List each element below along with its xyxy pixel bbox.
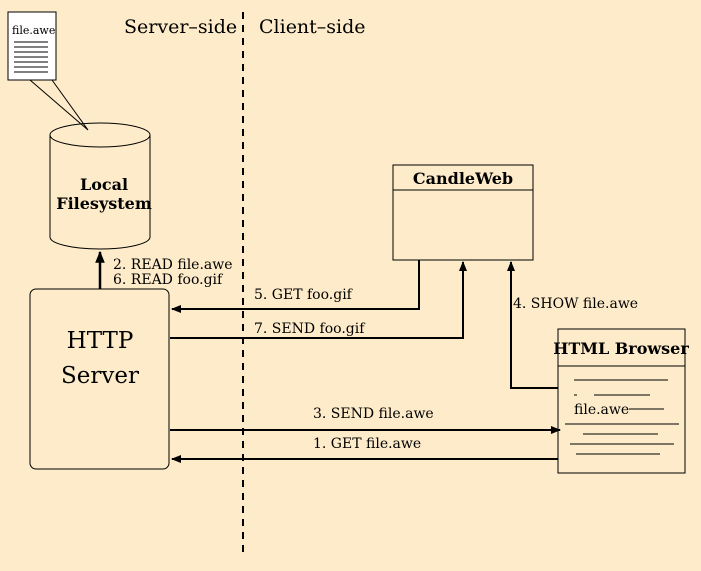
message-get-file: 1. GET file.awe [313, 436, 421, 452]
client-side-heading: Client–side [259, 16, 366, 38]
message-get-gif: 5. GET foo.gif [254, 287, 354, 303]
arrow-get-gif [171, 260, 420, 313]
callout-lines [29, 79, 89, 131]
browser-file-link: file.awe [574, 402, 629, 418]
message-read-gif: 6. READ foo.gif [113, 272, 224, 288]
http-server: HTTP Server [29, 288, 170, 470]
html-browser-window: HTML Browser file.awe [553, 328, 689, 474]
arrow-send-gif [170, 261, 467, 339]
candleweb-window: CandleWeb [392, 164, 534, 261]
candleweb-title: CandleWeb [413, 169, 513, 188]
document-icon-label: file.awe [12, 24, 55, 37]
http-server-label-line1: HTTP [67, 328, 134, 354]
message-read-file: 2. READ file.awe [113, 257, 233, 273]
http-server-label-line2: Server [61, 363, 139, 389]
filesystem-label-line2: Filesystem [56, 194, 152, 213]
html-browser-title: HTML Browser [553, 339, 689, 358]
document-icon: file.awe [7, 11, 89, 131]
filesystem-label-line1: Local [80, 175, 128, 194]
local-filesystem: Local Filesystem [49, 122, 152, 250]
message-send-gif: 7. SEND foo.gif [254, 321, 366, 337]
message-show-file: 4. SHOW file.awe [513, 296, 638, 312]
arrow-show-file [507, 261, 558, 389]
message-send-file: 3. SEND file.awe [313, 406, 434, 422]
server-side-heading: Server–side [124, 16, 237, 38]
